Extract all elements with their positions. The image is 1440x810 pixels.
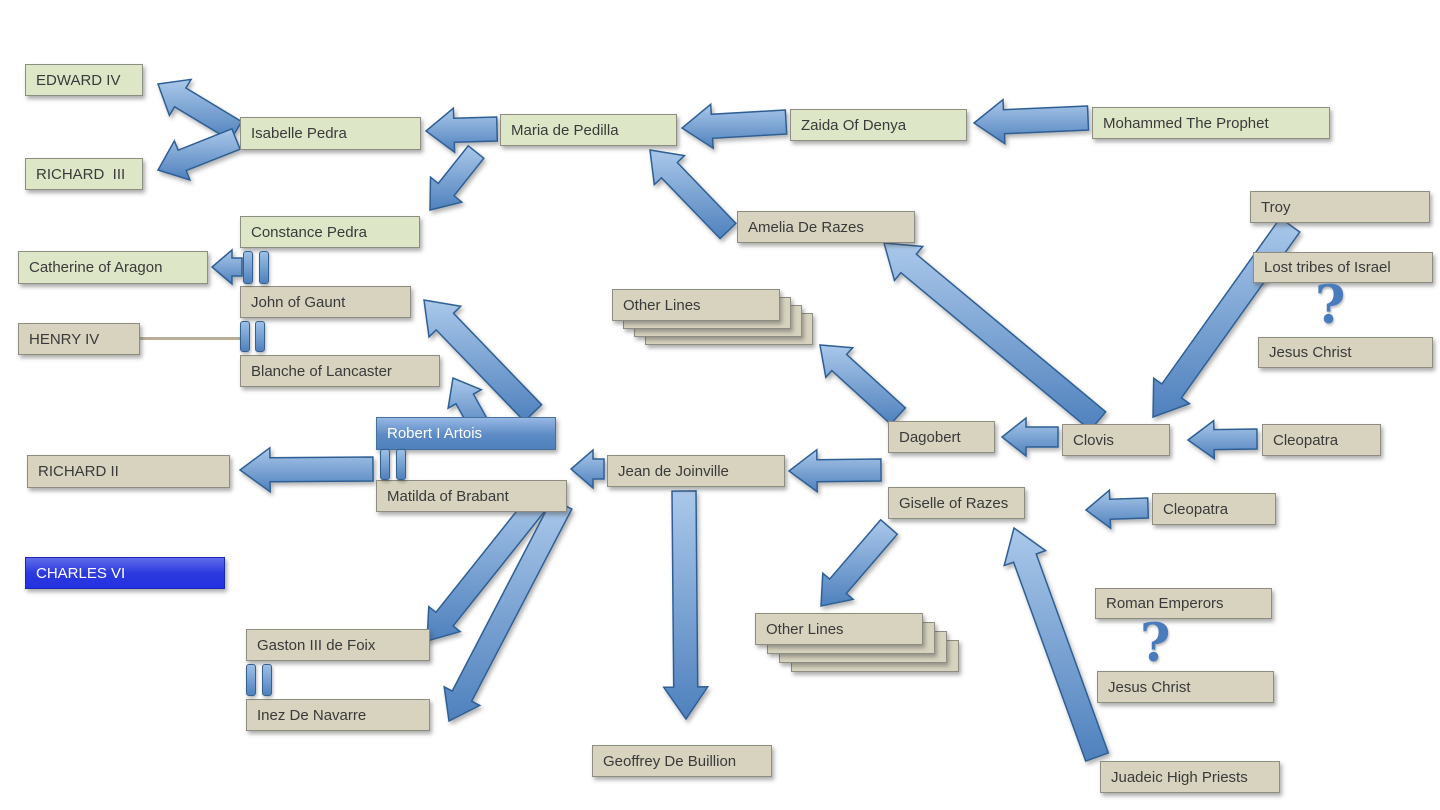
marriage-bar-henry-blanche-1: [240, 321, 250, 352]
node-mohammed-the-prophet: Mohammed The Prophet: [1092, 107, 1330, 139]
arrow-isabelle-pedra-to-richard-iii: [156, 127, 242, 182]
node-amelia-de-razes: Amelia De Razes: [737, 211, 915, 243]
henry-iv-marriage-line: [140, 337, 240, 340]
node-troy: Troy: [1250, 191, 1430, 223]
arrow-troy-to-clovis: [1152, 216, 1301, 419]
node-cleopatra-upper: Cleopatra: [1262, 424, 1381, 456]
node-edward-iv: EDWARD IV: [25, 64, 143, 96]
node-lost-tribes-of-israel: Lost tribes of Israel: [1253, 252, 1433, 283]
node-zaida-of-denya: Zaida Of Denya: [790, 109, 967, 141]
node-constance-pedra: Constance Pedra: [240, 216, 420, 248]
node-jesus-christ-upper: Jesus Christ: [1258, 337, 1433, 368]
marriage-bar-henry-blanche-2: [255, 321, 265, 352]
node-gaston-iii-de-foix: Gaston III de Foix: [246, 629, 430, 661]
node-blanche-of-lancaster: Blanche of Lancaster: [240, 355, 440, 387]
arrow-mohammed-the-prophet-to-zaida-of-denya: [972, 98, 1090, 146]
arrow-juadeic-high-priests-to-giselle-of-razes: [1003, 526, 1110, 763]
arrow-cleopatra-lower-to-giselle-of-razes: [1084, 488, 1150, 530]
arrow-matilda-of-brabant-to-richard-ii: [238, 446, 374, 494]
node-catherine-of-aragon: Catherine of Aragon: [18, 251, 208, 284]
node-juadeic-high-priests: Juadeic High Priests: [1100, 761, 1280, 793]
node-other-lines-lower: Other Lines: [755, 613, 923, 645]
node-giselle-of-razes: Giselle of Razes: [888, 487, 1025, 519]
node-charles-vi: CHARLES VI: [25, 557, 225, 589]
marriage-bar-robert-matilda-1: [380, 449, 390, 480]
node-richard-iii: RICHARD III: [25, 158, 143, 190]
node-henry-iv: HENRY IV: [18, 323, 140, 355]
arrow-to-catherine-of-aragon: [210, 248, 243, 286]
node-matilda-of-brabant: Matilda of Brabant: [376, 480, 567, 512]
arrow-matilda-of-brabant-to-gaston-iii-de-foix: [426, 489, 552, 643]
question-mark-israel-jesus: ?: [1315, 275, 1346, 336]
node-other-lines-upper: Other Lines: [612, 289, 780, 321]
node-john-of-gaunt: John of Gaunt: [240, 286, 411, 318]
question-mark-rome-jesus: ?: [1140, 613, 1171, 674]
node-roman-emperors: Roman Emperors: [1095, 588, 1272, 619]
node-jesus-christ-lower: Jesus Christ: [1097, 671, 1274, 703]
node-dagobert: Dagobert: [888, 421, 995, 453]
marriage-bar-constance-john-1: [243, 251, 253, 284]
node-isabelle-pedra: Isabelle Pedra: [240, 117, 421, 150]
arrow-isabelle-pedra-to-edward-iv: [156, 78, 243, 142]
node-robert-i-artois: Robert I Artois: [376, 417, 556, 450]
marriage-bar-gaston-inez-1: [246, 664, 256, 696]
arrow-jean-de-joinville-to-matilda-of-brabant: [569, 448, 605, 490]
node-maria-de-pedilla: Maria de Pedilla: [500, 114, 677, 146]
arrow-clovis-to-amelia-de-razes: [882, 242, 1107, 432]
arrow-amelia-de-razes-to-maria-de-pedilla: [649, 149, 737, 240]
arrow-jean-de-joinville-to-geoffrey-de-buillion: [662, 490, 710, 721]
arrow-giselle-of-razes-to-jean-de-joinville: [787, 448, 882, 494]
arrow-clovis-to-dagobert: [1000, 416, 1059, 458]
marriage-bar-gaston-inez-2: [262, 664, 272, 696]
node-richard-ii: RICHARD II: [27, 455, 230, 488]
node-cleopatra-lower: Cleopatra: [1152, 493, 1276, 525]
arrow-matilda-of-brabant-to-inez-de-navarre: [443, 497, 573, 723]
node-jean-de-joinville: Jean de Joinville: [607, 455, 785, 487]
arrow-giselle-of-razes-to-other-lines-lower: [820, 518, 899, 607]
marriage-bar-constance-john-2: [259, 251, 269, 284]
arrow-cleopatra-upper-to-clovis: [1186, 419, 1258, 461]
node-clovis: Clovis: [1062, 424, 1170, 456]
arrow-maria-de-pedilla-to-constance-pedra: [429, 144, 485, 211]
marriage-bar-robert-matilda-2: [396, 449, 406, 480]
node-geoffrey-de-buillion: Geoffrey De Buillion: [592, 745, 772, 777]
arrow-dagobert-to-other-lines-upper: [819, 344, 907, 426]
node-inez-de-navarre: Inez De Navarre: [246, 699, 430, 731]
arrow-zaida-of-denya-to-maria-de-pedilla: [680, 102, 788, 150]
arrow-robert-i-artois-to-john-of-gaunt: [423, 299, 543, 423]
arrow-maria-de-pedilla-to-isabelle-pedra: [424, 106, 499, 154]
